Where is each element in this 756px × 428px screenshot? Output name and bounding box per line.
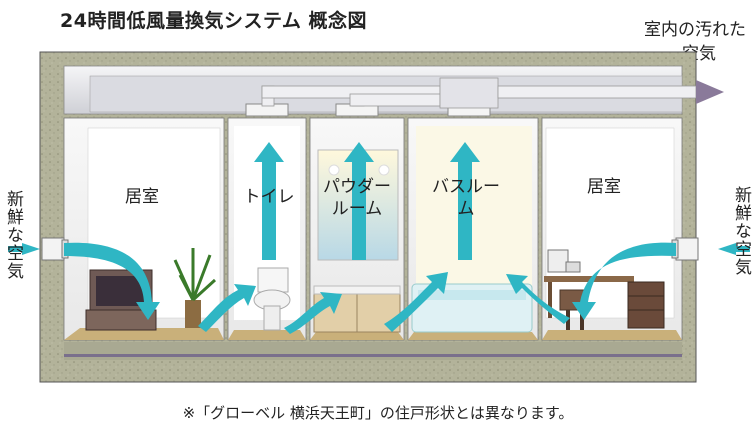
airflow-arrow-living-left (64, 242, 160, 320)
airflow-arrow-intake-left (22, 243, 40, 255)
airflow-arrow-to-bath (384, 272, 448, 332)
airflow-arrow-living-right (572, 242, 676, 320)
airflow-arrows (8, 142, 750, 334)
floor-slab (64, 342, 682, 360)
computer-desk-icon (544, 249, 634, 318)
airflow-arrow-right-to-bath (506, 274, 570, 324)
footnote: ※「グローベル 横浜天王町」の住戸形状とは異なります。 (182, 404, 574, 422)
exhaust-duct (261, 77, 697, 109)
airflow-arrow-intake-right (718, 243, 736, 255)
toilet-icon (253, 267, 291, 331)
page-title: 24時間低風量換気システム 概念図 (60, 10, 367, 32)
intake-left-label: 新鮮な空気 (2, 190, 24, 280)
room-bath (407, 117, 539, 341)
intake-right-text: 新鮮な空気 (731, 186, 751, 276)
room-label-toilet: トイレ (243, 187, 295, 207)
airflow-rising-powder (344, 142, 374, 260)
airflow-arrow-to-powder (284, 292, 342, 334)
room-living-right (541, 117, 683, 341)
intake-right-label: 新鮮な空気 (730, 186, 752, 276)
room-label-powder: パウダールーム (323, 177, 391, 219)
exhaust-label-line1: 室内の汚れた (644, 20, 746, 40)
room-label-living-left: 居室 (125, 187, 159, 207)
plant-icon (173, 248, 217, 328)
exhaust-arrow-icon (696, 80, 724, 104)
room-label-bath: バスルーム (432, 177, 500, 219)
room-label-living-right: 居室 (587, 177, 621, 197)
dresser-icon (627, 281, 665, 329)
airflow-rising-toilet (254, 142, 284, 260)
airflow-arrow-to-toilet (198, 284, 256, 332)
intake-left-text: 新鮮な空気 (3, 190, 23, 280)
airflow-rising-bath (450, 142, 480, 260)
